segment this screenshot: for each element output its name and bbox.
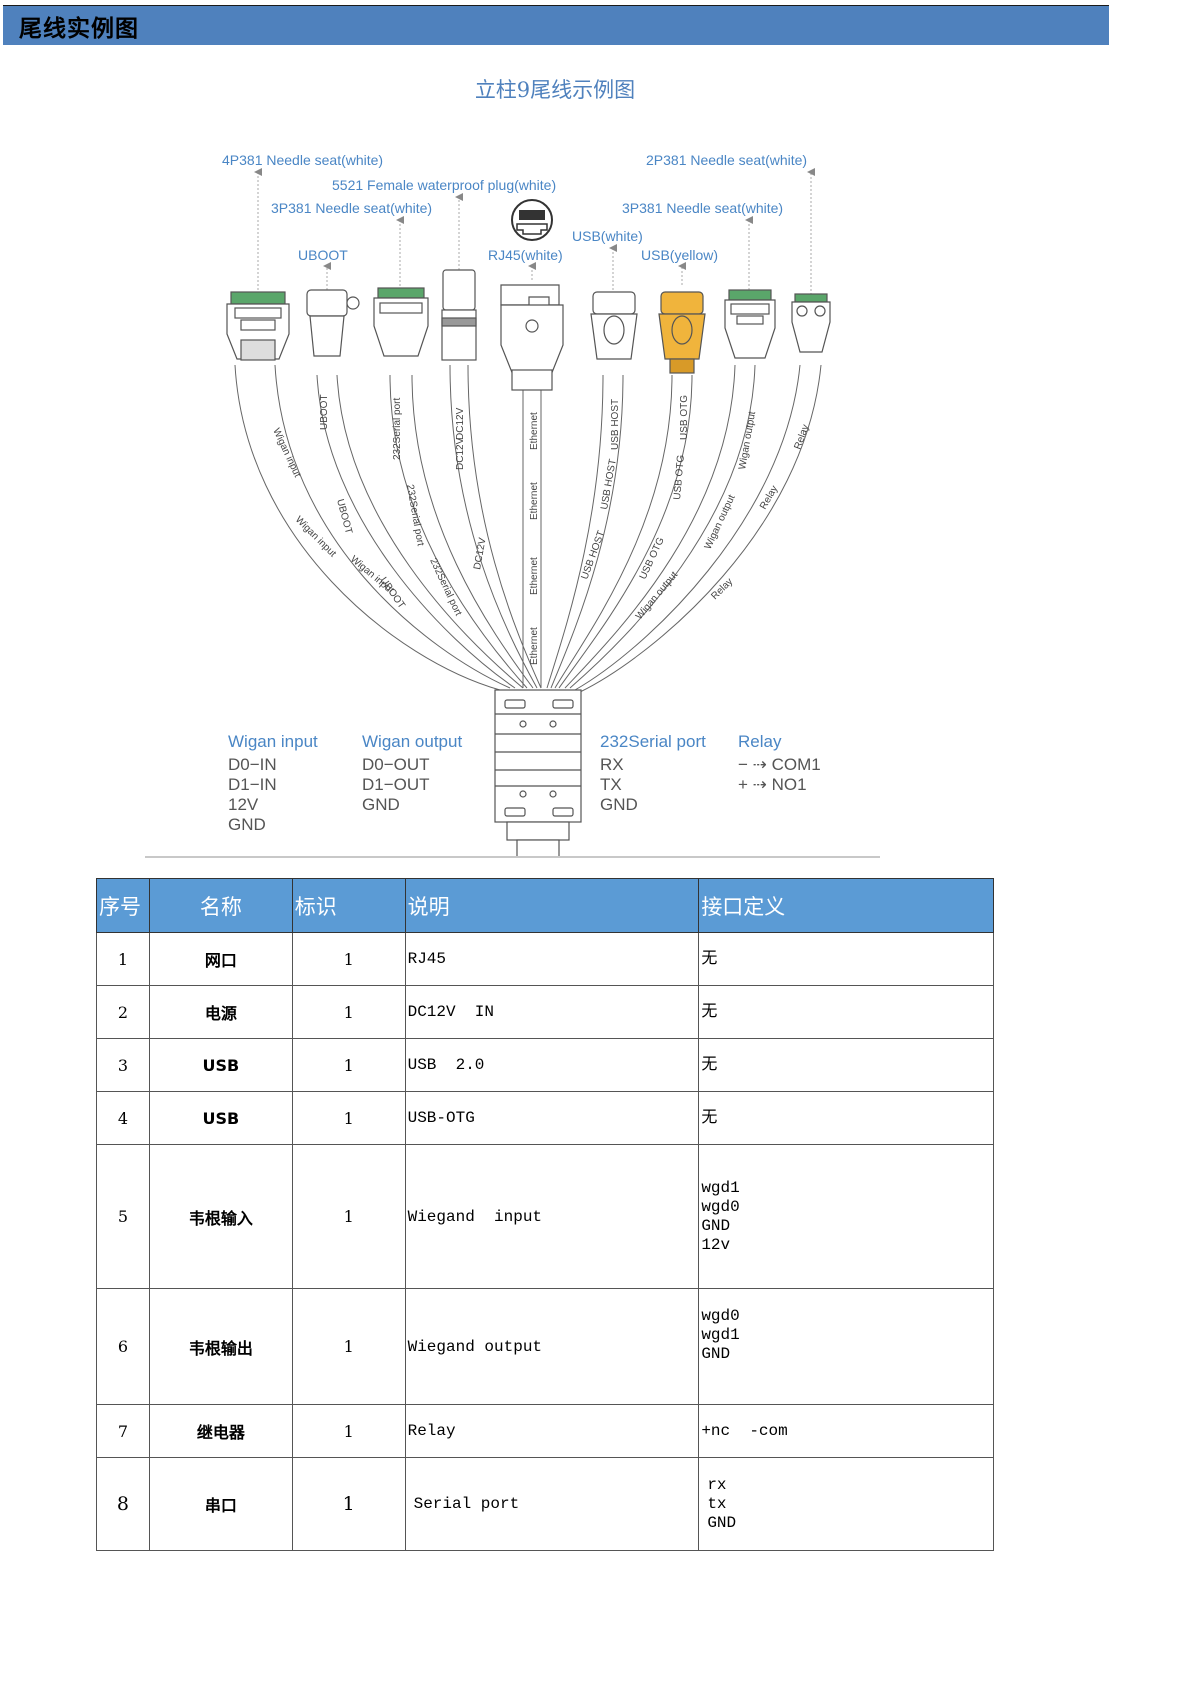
svg-text:DC12V: DC12V [455,437,466,470]
label-rj45: RJ45(white) [488,247,563,263]
svg-text:232Serial port: 232Serial port [392,398,403,460]
table-row: 3 USB 1 USB 2.0 无 [96,1038,994,1092]
table-row: 6 韦根输出 1 Wiegand output wgd0 wgd1 GND [96,1288,994,1405]
legend-wigan-output: Wigan output D0−OUT D1−OUT GND [362,732,463,814]
header-no: 序号 [96,878,150,933]
table-row: 1 网口 1 RJ45 无 [96,932,994,986]
label-usb-white: USB(white) [572,228,643,244]
svg-text:Ethernet: Ethernet [529,627,540,665]
svg-text:Relay: Relay [709,576,735,602]
label-3p381-left: 3P381 Needle seat(white) [271,200,433,216]
cable-harness-illustration: Wigan input Wigan input Wigan input UBOO… [226,168,831,858]
svg-text:Ethernet: Ethernet [529,482,540,520]
legend-wigan-input: Wigan input D0−IN D1−IN 12V GND [228,732,318,834]
label-uboot: UBOOT [298,247,348,263]
header-name: 名称 [148,878,293,933]
interface-table: 序号 名称 标识 说明 接口定义 1 网口 1 RJ45 无 2 电源 1 DC… [96,878,994,1551]
svg-text:USB OTG: USB OTG [672,454,687,500]
legend-serial-port: 232Serial port RX TX GND [600,732,706,814]
svg-text:USB HOST: USB HOST [599,458,619,510]
svg-text:Wigan output: Wigan output [737,410,758,470]
label-2p381: 2P381 Needle seat(white) [646,152,808,168]
header-definition: 接口定义 [698,878,994,933]
label-4p381: 4P381 Needle seat(white) [222,152,384,168]
svg-text:UBOOT: UBOOT [334,498,354,535]
cable-diagram: Wigan input Wigan input Wigan input UBOO… [145,140,880,858]
svg-text:USB HOST: USB HOST [610,399,621,450]
cable-hub [494,689,582,858]
legend-relay: Relay − ⇢ COM1 + ⇢ NO1 [738,732,821,794]
table-row: 8 串口 1 Serial port rx tx GND [96,1457,994,1551]
figure-title: 立柱9尾线示例图 [474,78,636,102]
section-title: 尾线实例图 [19,15,139,42]
header-mark: 标识 [291,878,406,933]
table-row: 5 韦根输入 1 Wiegand input wgd1 wgd0 GND 12v [96,1144,994,1289]
svg-text:232Serial port: 232Serial port [404,484,426,547]
label-usb-yellow: USB(yellow) [641,247,719,263]
svg-text:Wigan output: Wigan output [703,493,738,551]
label-3p381-right: 3P381 Needle seat(white) [622,200,784,216]
label-5521-plug: 5521 Female waterproof plug(white) [332,177,557,193]
table-header-row: 序号 名称 标识 说明 接口定义 [96,878,994,933]
figure-divider [145,856,880,858]
svg-text:USB OTG: USB OTG [679,395,690,440]
svg-text:Wigan input: Wigan input [293,514,338,559]
svg-text:232Serial port: 232Serial port [427,557,463,618]
svg-text:Relay: Relay [792,423,811,451]
header-desc: 说明 [404,878,700,933]
rj45-icon [511,199,553,241]
svg-text:Relay: Relay [758,484,780,512]
svg-text:Ethernet: Ethernet [529,557,540,595]
table-row: 2 电源 1 DC12V IN 无 [96,985,994,1039]
table-row: 4 USB 1 USB-OTG 无 [96,1091,994,1145]
svg-text:DC12V: DC12V [455,407,466,440]
svg-text:Ethernet: Ethernet [529,412,540,450]
table-row: 7 继电器 1 Relay +nc -com [96,1404,994,1458]
svg-text:UBOOT: UBOOT [319,394,330,430]
section-banner: 尾线实例图 [3,5,1109,45]
